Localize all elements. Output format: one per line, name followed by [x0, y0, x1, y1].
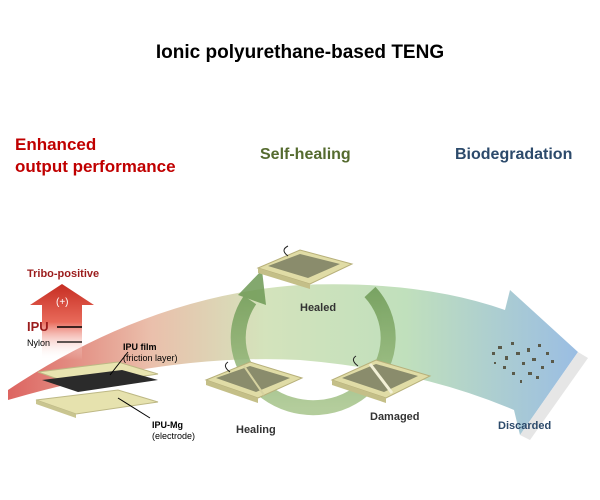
- tribo-up-arrow: [30, 284, 94, 360]
- enhanced-performance-label: Enhanced output performance: [15, 134, 176, 178]
- healed-pad: [256, 245, 354, 289]
- damaged-label: Damaged: [370, 411, 420, 423]
- performance-line-1: Enhanced: [15, 135, 97, 154]
- ipu-film-sublabel: (friction layer): [123, 353, 178, 363]
- electrode-leader-line: [117, 397, 151, 419]
- ipu-mg-sublabel: (electrode): [152, 431, 196, 441]
- self-healing-label: Self-healing: [260, 146, 351, 163]
- diagram-title: Ionic polyurethane-based TENG: [155, 42, 445, 63]
- healing-cycle-arrow: [230, 270, 396, 416]
- ipu-film-label: IPU film: [123, 342, 157, 352]
- healing-pad: [204, 361, 304, 403]
- arrow-shadow: [520, 352, 588, 440]
- healed-label: Healed: [300, 302, 337, 314]
- ipu-mg-label: IPU-Mg: [152, 420, 183, 430]
- biodegradation-label: Biodegradation: [455, 146, 573, 163]
- positive-sign: (+): [56, 297, 69, 308]
- ipu-film-callout: IPU film (friction layer): [123, 342, 178, 364]
- ipu-label: IPU: [27, 319, 49, 334]
- ipu-mg-callout: IPU-Mg (electrode): [152, 420, 195, 442]
- discarded-fragments: [492, 342, 554, 383]
- teng-device: [35, 361, 159, 418]
- film-leader-line: [109, 351, 129, 376]
- discarded-label: Discarded: [498, 420, 552, 432]
- tribo-positive-label: Tribo-positive: [27, 268, 100, 280]
- healing-label: Healing: [236, 424, 276, 436]
- process-arrow: [8, 284, 578, 435]
- nylon-label: Nylon: [27, 338, 51, 348]
- damaged-pad: [330, 355, 432, 403]
- performance-line-2: output performance: [15, 157, 176, 176]
